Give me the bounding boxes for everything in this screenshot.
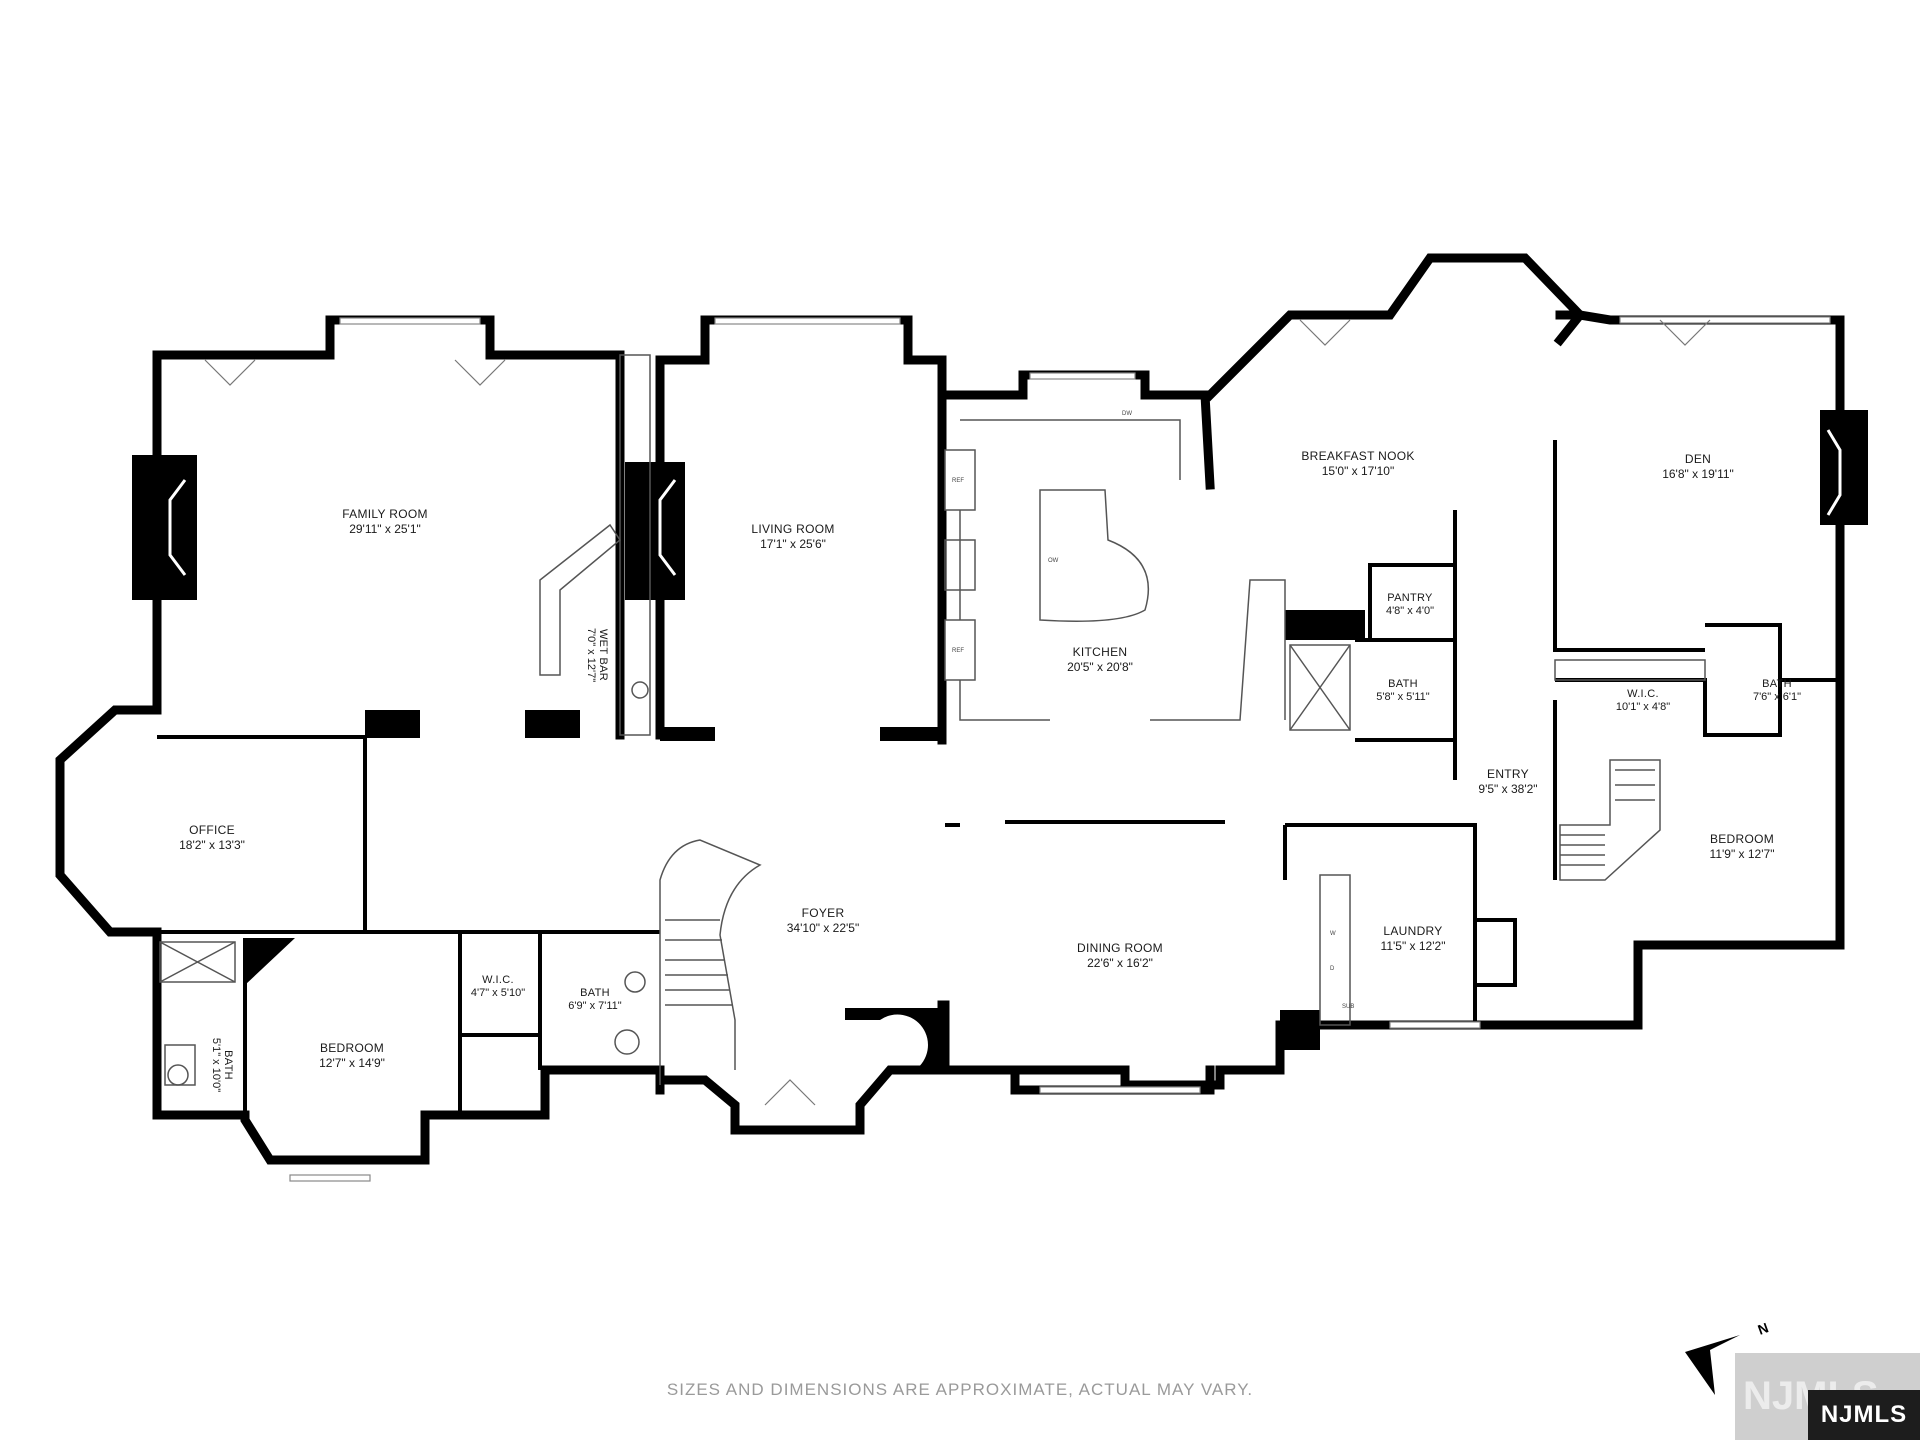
- svg-text:W.I.C.: W.I.C.: [482, 974, 514, 986]
- svg-text:29'11" x 25'1": 29'11" x 25'1": [349, 522, 421, 536]
- svg-text:5'1" x 10'0": 5'1" x 10'0": [210, 1038, 222, 1092]
- laundry-inner-walls: [1283, 823, 1517, 1025]
- room-label-bath-left: BATH 6'9" x 7'11": [568, 987, 621, 1012]
- svg-text:5'8" x 5'11": 5'8" x 5'11": [1376, 691, 1429, 703]
- svg-text:W.I.C.: W.I.C.: [1627, 688, 1659, 700]
- room-label-bedroom-left: BEDROOM 12'7" x 14'9": [319, 1041, 385, 1070]
- svg-text:17'1" x 25'6": 17'1" x 25'6": [760, 537, 826, 551]
- dining-top-wall: [945, 820, 1225, 827]
- svg-text:11'5" x 12'2": 11'5" x 12'2": [1381, 939, 1446, 953]
- den-fireplace: [1820, 410, 1868, 525]
- svg-text:LIVING ROOM: LIVING ROOM: [751, 522, 834, 536]
- room-label-wet-bar: WET BAR 7'0" x 12'7": [585, 628, 609, 682]
- laundry-walls: [1010, 1020, 1530, 1095]
- kitchen-counter: [959, 419, 1181, 721]
- svg-text:18'2" x 13'3": 18'2" x 13'3": [179, 838, 245, 852]
- svg-text:FAMILY ROOM: FAMILY ROOM: [342, 507, 428, 521]
- room-label-wic-right: W.I.C. 10'1" x 4'8": [1616, 688, 1670, 713]
- left-bath-walls: [243, 932, 542, 1115]
- sub-label: SUB: [1342, 1004, 1354, 1010]
- room-label-living-room: LIVING ROOM 17'1" x 25'6": [751, 522, 834, 551]
- room-label-laundry: LAUNDRY 11'5" x 12'2": [1381, 924, 1446, 953]
- room-label-breakfast-nook: BREAKFAST NOOK 15'0" x 17'10": [1301, 449, 1414, 478]
- svg-text:10'1" x 4'8": 10'1" x 4'8": [1616, 701, 1670, 713]
- disclaimer-text: SIZES AND DIMENSIONS ARE APPROXIMATE, AC…: [666, 1380, 1254, 1399]
- svg-text:4'8" x 4'0": 4'8" x 4'0": [1386, 605, 1434, 617]
- room-label-wic-left: W.I.C. 4'7" x 5'10": [471, 974, 525, 999]
- svg-text:7'6" x 6'1": 7'6" x 6'1": [1753, 691, 1801, 703]
- svg-text:9'5" x 38'2": 9'5" x 38'2": [1478, 782, 1537, 796]
- svg-text:12'7" x 14'9": 12'7" x 14'9": [319, 1056, 385, 1070]
- room-label-office: OFFICE 18'2" x 13'3": [179, 823, 245, 852]
- kitchen-island: [1039, 489, 1150, 622]
- svg-text:DINING ROOM: DINING ROOM: [1077, 941, 1163, 955]
- svg-text:BEDROOM: BEDROOM: [1710, 832, 1774, 846]
- dryer-label: D: [1330, 966, 1335, 972]
- kitchen-walls: [937, 370, 1215, 490]
- room-label-dining-room: DINING ROOM 22'6" x 16'2": [1077, 941, 1163, 970]
- svg-text:OFFICE: OFFICE: [189, 823, 235, 837]
- nook-walls: [1203, 253, 1586, 402]
- room-label-entry: ENTRY 9'5" x 38'2": [1478, 767, 1537, 796]
- svg-text:34'10" x 22'5": 34'10" x 22'5": [787, 921, 860, 935]
- room-label-kitchen: KITCHEN 20'5" x 20'8": [1067, 645, 1133, 674]
- svg-text:BREAKFAST NOOK: BREAKFAST NOOK: [1301, 449, 1414, 463]
- room-label-bath-center: BATH 5'8" x 5'11": [1376, 678, 1429, 703]
- ref-label-2: REF: [952, 648, 964, 654]
- svg-text:FOYER: FOYER: [802, 906, 845, 920]
- svg-text:DEN: DEN: [1685, 452, 1711, 466]
- svg-text:KITCHEN: KITCHEN: [1073, 645, 1128, 659]
- room-label-bath-far-left: BATH 5'1" x 10'0": [210, 1038, 234, 1092]
- svg-text:4'7" x 5'10": 4'7" x 5'10": [471, 987, 525, 999]
- svg-text:LAUNDRY: LAUNDRY: [1383, 924, 1442, 938]
- njmls-logo: NJMLS: [1808, 1390, 1920, 1440]
- room-label-den: DEN 16'8" x 19'11": [1662, 452, 1734, 481]
- entry-stairs: [1559, 759, 1661, 881]
- svg-text:22'6" x 16'2": 22'6" x 16'2": [1087, 956, 1153, 970]
- washer-label: W: [1330, 931, 1336, 937]
- office-inner-wall: [157, 735, 660, 934]
- ref-label: REF: [952, 478, 964, 484]
- svg-text:11'9" x 12'7": 11'9" x 12'7": [1710, 847, 1775, 861]
- svg-text:BEDROOM: BEDROOM: [320, 1041, 384, 1055]
- bedroom-right-walls: [1520, 715, 1845, 1030]
- svg-text:16'8" x 19'11": 16'8" x 19'11": [1662, 467, 1734, 481]
- svg-text:6'9" x 7'11": 6'9" x 7'11": [568, 1000, 621, 1012]
- svg-text:PANTRY: PANTRY: [1387, 592, 1433, 604]
- foyer-left-walls: [152, 935, 665, 1165]
- living-fireplace: [625, 462, 685, 600]
- room-label-bedroom-right: BEDROOM 11'9" x 12'7": [1710, 832, 1775, 861]
- room-label-foyer: FOYER 34'10" x 22'5": [787, 906, 860, 935]
- svg-text:20'5" x 20'8": 20'5" x 20'8": [1067, 660, 1133, 674]
- ow-label: OW: [1048, 558, 1059, 564]
- dining-walls: [940, 1000, 1285, 1095]
- entry-walls: [1453, 440, 1705, 880]
- svg-text:ENTRY: ENTRY: [1487, 767, 1529, 781]
- svg-text:WET BAR: WET BAR: [597, 629, 609, 681]
- room-label-pantry: PANTRY 4'8" x 4'0": [1386, 592, 1434, 617]
- svg-text:7'0" x 12'7": 7'0" x 12'7": [585, 628, 597, 682]
- svg-text:BATH: BATH: [222, 1050, 234, 1080]
- office-walls: [55, 705, 162, 945]
- dw-label: DW: [1122, 411, 1132, 417]
- svg-text:N: N: [1756, 1319, 1771, 1337]
- family-fireplace: [132, 455, 197, 600]
- room-label-family-room: FAMILY ROOM 29'11" x 25'1": [342, 507, 428, 536]
- svg-text:BATH: BATH: [1762, 678, 1792, 690]
- svg-text:15'0" x 17'10": 15'0" x 17'10": [1322, 464, 1395, 478]
- foyer-curved-stair: [659, 839, 762, 1085]
- svg-text:BATH: BATH: [1388, 678, 1418, 690]
- svg-text:BATH: BATH: [580, 987, 610, 999]
- foyer-walls: [655, 1000, 947, 1135]
- room-label-bath-right: BATH 7'6" x 6'1": [1753, 678, 1801, 703]
